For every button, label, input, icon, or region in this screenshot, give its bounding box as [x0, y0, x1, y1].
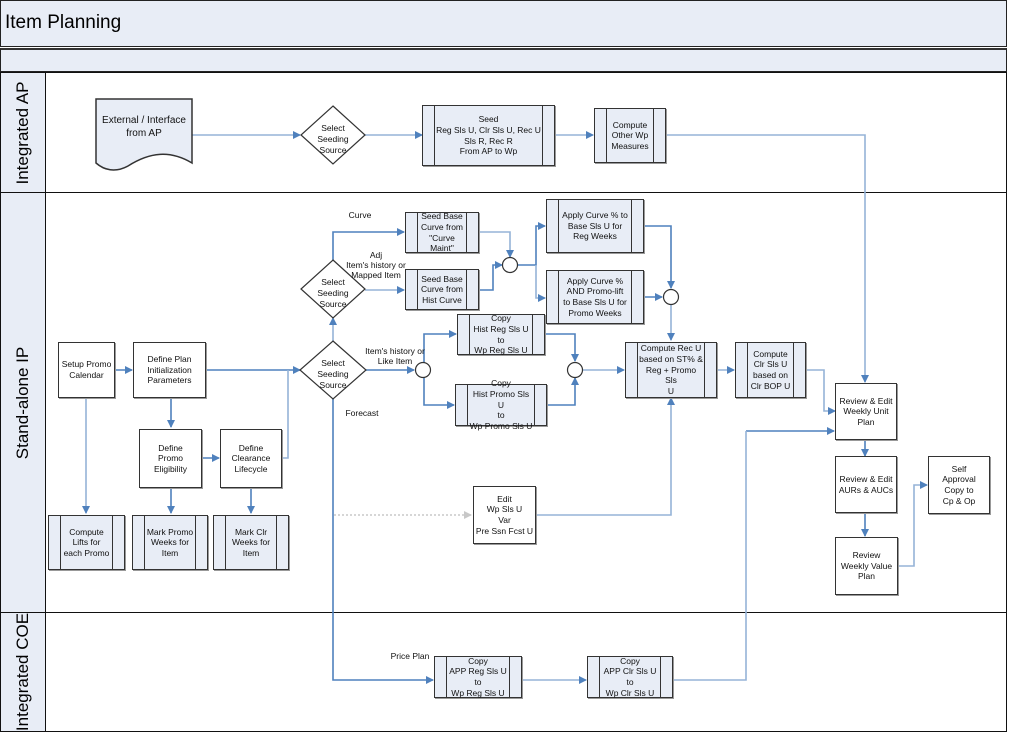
edge-curve-maint-to-join [479, 231, 514, 258]
select-seeding-diamond-curve [300, 259, 366, 319]
edge-review-value-to-self-approval [898, 481, 928, 567]
edge-join-to-apply-promo [535, 265, 546, 302]
edge-join-to-apply-reg [518, 222, 546, 266]
node-compute-clr-sls[interactable]: Compute Clr Sls U based on Clr BOP U [735, 342, 806, 398]
node-seed-from-ap-text: Seed Reg Sls U, Clr Sls U, Rec U Sls R, … [436, 114, 541, 157]
phase-band [0, 48, 1007, 72]
edge-edit-wp-to-compute-rec [536, 397, 675, 516]
node-copy-hist-promo[interactable]: Copy Hist Promo Sls U to Wp Promo Sls U [455, 378, 547, 431]
edge-label-curve: Curve [348, 210, 372, 220]
node-review-weekly-unit-text: Review & Edit Weekly Unit Plan [839, 395, 893, 427]
node-apply-curve-reg-text: Apply Curve % to Base Sls U for Reg Week… [562, 210, 628, 242]
node-define-promo-eligibility[interactable]: Define Promo Eligibility [139, 429, 202, 488]
node-edit-wp-sls[interactable]: Edit Wp Sls U Var Pre Ssn Fcst U [473, 486, 536, 544]
junction-history [414, 361, 432, 379]
edge-label-forecast: Forecast [345, 408, 379, 418]
edge-label-price-plan: Price Plan [390, 651, 430, 661]
node-seed-from-ap[interactable]: Seed Reg Sls U, Clr Sls U, Rec U Sls R, … [422, 105, 555, 166]
edge-hist-curve-to-join [479, 261, 503, 291]
node-compute-lifts[interactable]: Compute Lifts for each Promo [48, 515, 125, 570]
node-define-plan-params-text: Define Plan Initialization Parameters [147, 354, 192, 386]
node-seed-hist-curve[interactable]: Seed Base Curve from Hist Curve [405, 269, 479, 310]
edge-copy-promo-to-join4 [547, 377, 579, 406]
node-review-weekly-value[interactable]: Review Weekly Value Plan [835, 537, 898, 595]
junction-apply [662, 288, 680, 306]
edge-apply-reg-to-join2 [644, 225, 675, 289]
edge-join3-to-copy-promo [423, 378, 455, 409]
node-mark-promo-weeks-text: Mark Promo Weeks for Item [146, 526, 194, 558]
node-mark-promo-weeks[interactable]: Mark Promo Weeks for Item [132, 515, 208, 570]
edge-clearance-to-main [282, 370, 289, 459]
node-apply-curve-reg[interactable]: Apply Curve % to Base Sls U for Reg Week… [546, 199, 644, 253]
node-seed-curve-maint-text: Seed Base Curve from "Curve Maint" [420, 211, 464, 254]
edge-select-curve-up [332, 228, 405, 262]
node-apply-curve-promo-text: Apply Curve % AND Promo-lift to Base Sls… [563, 275, 627, 318]
edge-label-adj: Adj Item's history or Mapped Item [346, 250, 406, 281]
node-review-weekly-value-text: Review Weekly Value Plan [840, 550, 893, 582]
node-select-seeding-main[interactable]: Select Seeding Source [317, 358, 349, 391]
edge-copy-reg-to-join4 [545, 333, 579, 362]
node-copy-hist-reg-text: Copy Hist Reg Sls U to Wp Reg Sls U [473, 313, 529, 356]
node-compute-other-wp[interactable]: Compute Other Wp Measures [594, 108, 666, 163]
node-select-seeding-curve[interactable]: Select Seeding Source [317, 277, 349, 310]
node-define-clearance-lifecycle[interactable]: Define Clearance Lifecycle [220, 429, 282, 488]
node-self-approval[interactable]: Self Approval Copy to Cp & Op [928, 456, 990, 514]
edge-join3-to-copy-reg [423, 330, 457, 362]
node-compute-clr-sls-text: Compute Clr Sls U based on Clr BOP U [750, 348, 791, 391]
junction-copy [566, 361, 584, 379]
edge-label-items-history: Item's history or Like Item [365, 346, 425, 367]
node-seed-hist-curve-text: Seed Base Curve from Hist Curve [420, 273, 464, 305]
node-copy-hist-reg[interactable]: Copy Hist Reg Sls U to Wp Reg Sls U [457, 313, 545, 356]
node-mark-clr-weeks[interactable]: Mark Clr Weeks for Item [213, 515, 289, 570]
lane-header-ap: Integrated AP [1, 73, 46, 192]
node-seed-curve-maint[interactable]: Seed Base Curve from "Curve Maint" [405, 211, 479, 254]
node-compute-other-wp-text: Compute Other Wp Measures [611, 119, 649, 151]
node-setup-promo-calendar[interactable]: Setup Promo Calendar [58, 342, 115, 398]
node-review-weekly-unit[interactable]: Review & Edit Weekly Unit Plan [835, 383, 897, 440]
node-define-plan-params[interactable]: Define Plan Initialization Parameters [133, 342, 206, 398]
node-mark-clr-weeks-text: Mark Clr Weeks for Item [231, 526, 271, 558]
edge-copy-app-clr-to-review [673, 431, 747, 681]
node-select-seeding-ap[interactable]: Select Seeding Source [317, 123, 349, 156]
node-self-approval-text: Self Approval Copy to Cp & Op [942, 463, 976, 506]
lane-header-ip: Stand-alone IP [1, 193, 46, 612]
node-setup-promo-calendar-text: Setup Promo Calendar [61, 359, 112, 380]
node-copy-app-reg-text: Copy APP Reg Sls U to Wp Reg Sls U [449, 655, 507, 698]
select-seeding-diamond-main [299, 340, 367, 400]
node-edit-wp-sls-text: Edit Wp Sls U Var Pre Ssn Fcst U [475, 493, 534, 536]
title-band: Item Planning [0, 0, 1007, 47]
edge-select-main-down [332, 398, 434, 684]
node-compute-rec-u[interactable]: Compute Rec U based on ST% & Reg + Promo… [625, 342, 717, 398]
node-external-ap[interactable]: External / Interface from AP [102, 115, 186, 139]
node-define-clearance-lifecycle-text: Define Clearance Lifecycle [231, 442, 271, 474]
external-ap-document-shape [95, 98, 193, 171]
node-compute-rec-u-text: Compute Rec U based on ST% & Reg + Promo… [639, 343, 703, 396]
lane-header-coe: Integrated COE [1, 613, 46, 731]
node-copy-hist-promo-text: Copy Hist Promo Sls U to Wp Promo Sls U [469, 378, 533, 431]
node-review-aurs-aucs[interactable]: Review & Edit AURs & AUCs [835, 456, 897, 513]
edge-compute-clr-to-review [806, 369, 836, 415]
node-copy-app-clr-text: Copy APP Clr Sls U to Wp Clr Sls U [603, 655, 657, 698]
node-apply-curve-promo[interactable]: Apply Curve % AND Promo-lift to Base Sls… [546, 270, 644, 324]
diagram-title: Item Planning [5, 12, 122, 33]
node-review-aurs-aucs-text: Review & Edit AURs & AUCs [838, 473, 894, 495]
junction-curve [501, 256, 519, 274]
node-compute-lifts-text: Compute Lifts for each Promo [63, 526, 110, 558]
node-copy-app-clr[interactable]: Copy APP Clr Sls U to Wp Clr Sls U [587, 656, 673, 698]
edge-compute-other-to-review [666, 134, 869, 383]
node-define-promo-eligibility-text: Define Promo Eligibility [153, 442, 188, 474]
select-seeding-diamond-ap [300, 105, 366, 165]
node-copy-app-reg[interactable]: Copy APP Reg Sls U to Wp Reg Sls U [434, 656, 522, 698]
